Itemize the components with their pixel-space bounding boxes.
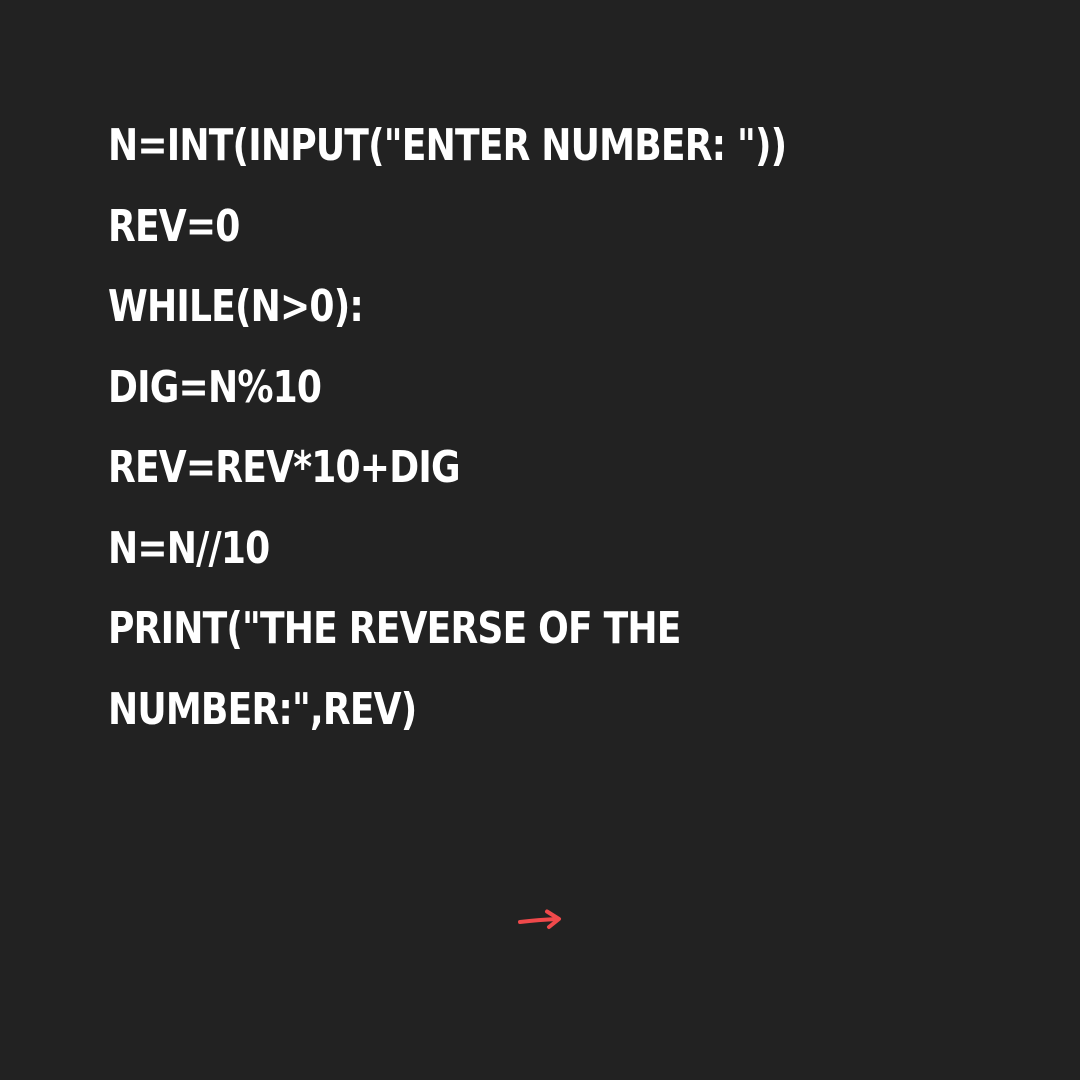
arrow-head bbox=[545, 909, 561, 929]
code-line: n=n//10 bbox=[108, 522, 270, 574]
code-line: print("The reverse of the bbox=[108, 603, 681, 654]
code-line: while(n>0): bbox=[108, 281, 364, 332]
code-line: rev=0 bbox=[108, 200, 240, 252]
arrow-right-icon[interactable] bbox=[516, 906, 564, 934]
code-line: n=int(input("Enter number: ")) bbox=[108, 120, 787, 171]
code-block: n=int(input("Enter number: ")) rev=0 whi… bbox=[108, 110, 1008, 754]
code-line: number:",rev) bbox=[108, 683, 417, 735]
code-line: rev=rev*10+dig bbox=[108, 442, 461, 493]
arrow-shaft bbox=[518, 917, 560, 924]
code-line: dig=n%10 bbox=[108, 361, 322, 413]
